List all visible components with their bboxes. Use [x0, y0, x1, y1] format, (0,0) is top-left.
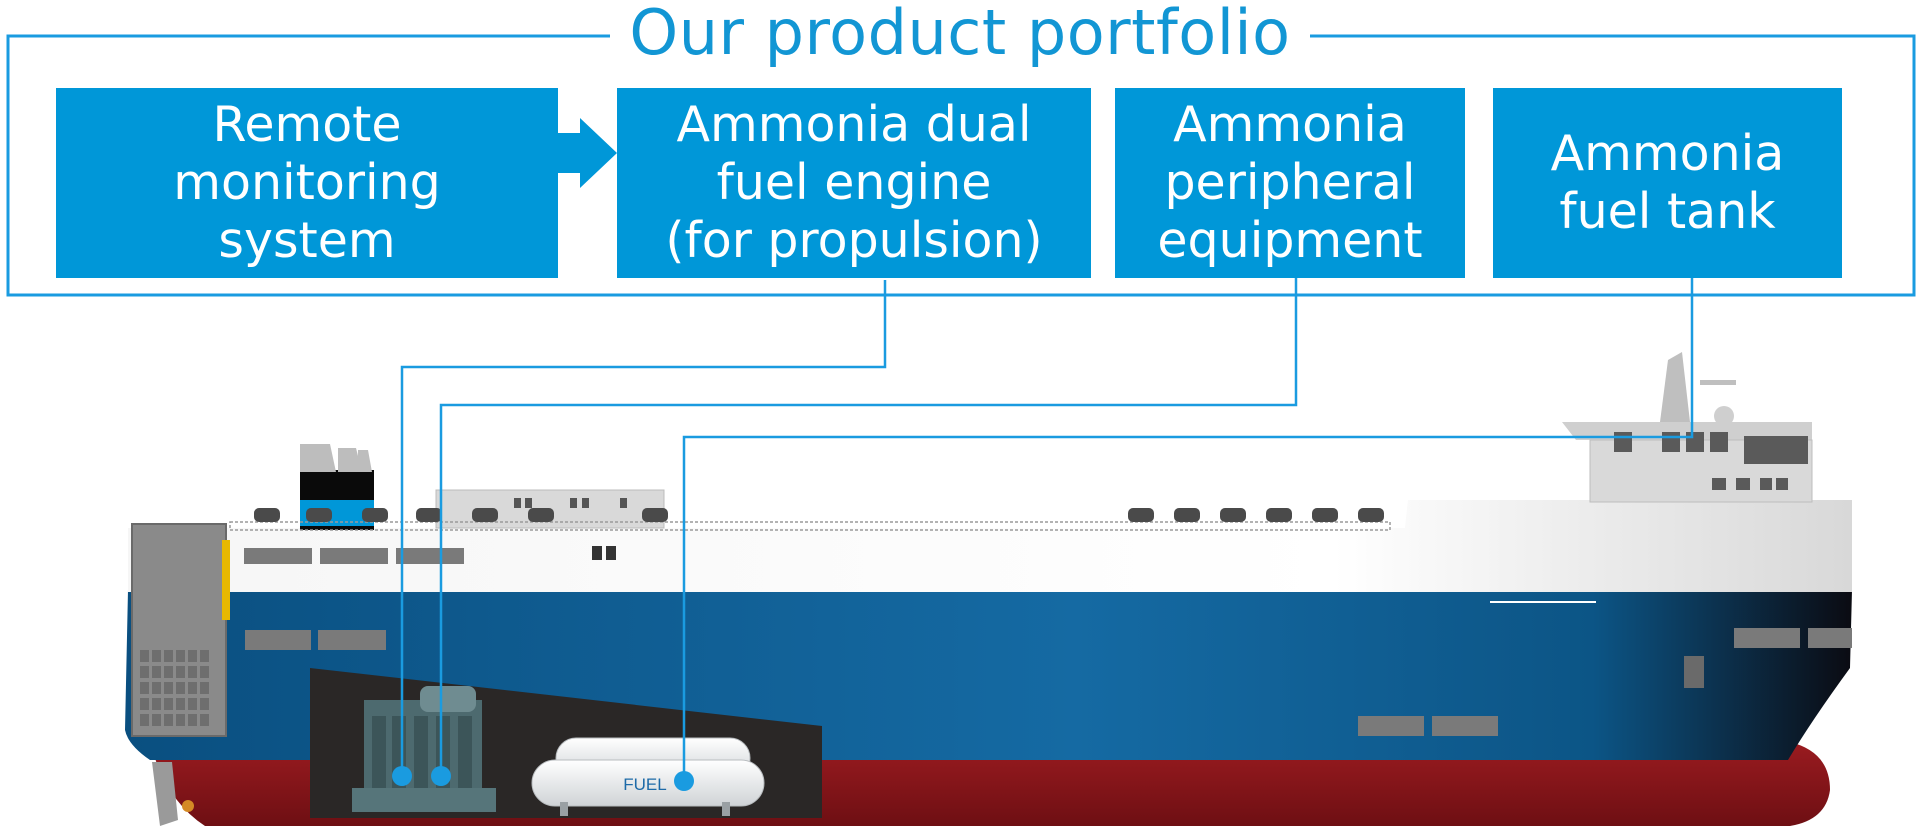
hull-openings — [244, 546, 1852, 736]
fuel-tank-lower — [531, 759, 765, 807]
engine-marker-2 — [431, 766, 451, 786]
stern-ramp-grid — [140, 650, 209, 726]
fuel-tank-marker — [674, 771, 694, 791]
mast-crossbar — [1700, 380, 1736, 385]
product-ammonia-fuel-tank: Ammonia fuel tank — [1493, 88, 1842, 278]
portfolio-title: Our product portfolio — [610, 0, 1310, 66]
anchor-hawse — [1684, 656, 1704, 688]
product-ammonia-dual-fuel-engine: Ammonia dual fuel engine (for propulsion… — [617, 88, 1091, 278]
fuel-tank-label: FUEL — [623, 775, 666, 794]
arrow-remote-to-engine — [558, 118, 617, 188]
rudder — [152, 762, 178, 826]
connector-lines — [400, 277, 1694, 781]
product-remote-monitoring: Remote monitoring system — [56, 88, 558, 278]
mid-deckhouse-windows — [514, 498, 627, 508]
product-ammonia-peripheral-equipment: Ammonia peripheral equipment — [1115, 88, 1465, 278]
radar-dome — [1714, 406, 1734, 426]
connector-fuel-tank — [682, 278, 1694, 781]
funnel-pipes — [300, 444, 372, 472]
propeller — [182, 800, 194, 812]
engine — [352, 686, 496, 812]
connector-peripheral — [439, 277, 1298, 776]
engine-marker-1 — [392, 766, 412, 786]
deck-vents — [254, 508, 1384, 522]
stern-hazard-stripe — [222, 540, 230, 620]
deck-railing — [229, 521, 1391, 531]
hull-upper-white — [128, 500, 1852, 592]
connector-engine-primary — [400, 280, 887, 776]
radar-mast — [1660, 352, 1690, 422]
